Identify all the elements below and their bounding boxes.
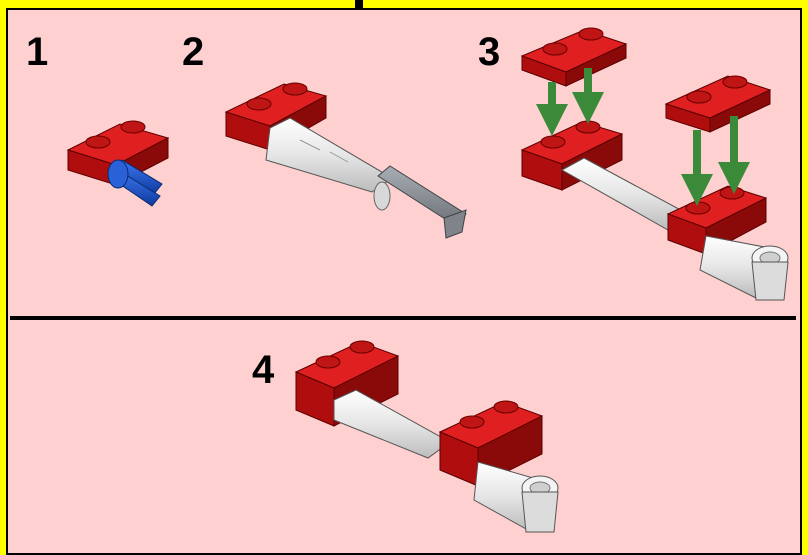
pin-connector-end bbox=[699, 235, 789, 301]
step-number-3: 3 bbox=[478, 30, 501, 74]
instruction-panel bbox=[6, 8, 802, 555]
white-tube-connector bbox=[333, 389, 451, 459]
white-tube-connector bbox=[265, 117, 393, 193]
upper-left-plate bbox=[520, 27, 628, 87]
step-4-illustration bbox=[294, 340, 559, 533]
frame-notch bbox=[355, 0, 363, 10]
pin-connector-end bbox=[473, 461, 559, 533]
down-arrow-icon bbox=[536, 68, 750, 206]
section-divider bbox=[10, 316, 796, 320]
step-number-4: 4 bbox=[252, 348, 275, 392]
step-1-illustration bbox=[66, 120, 170, 207]
blue-axle-connector bbox=[107, 159, 163, 207]
step-number-2: 2 bbox=[182, 30, 205, 74]
step-2-illustration bbox=[224, 82, 467, 239]
upper-right-plate bbox=[664, 75, 772, 133]
step-number-1: 1 bbox=[26, 30, 49, 74]
grey-axle bbox=[373, 165, 467, 239]
step-3-illustration bbox=[520, 27, 789, 301]
